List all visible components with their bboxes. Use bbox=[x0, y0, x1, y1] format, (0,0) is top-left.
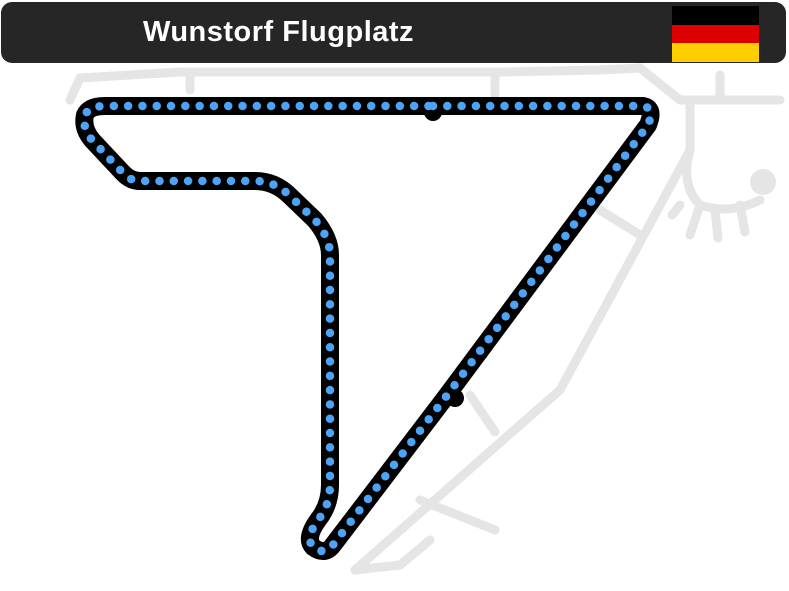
airfield-road bbox=[667, 200, 685, 220]
track-notch bbox=[440, 384, 464, 407]
airfield-road bbox=[415, 495, 500, 535]
airfield-road bbox=[595, 205, 645, 240]
airfield-apron bbox=[750, 169, 776, 195]
track-outline bbox=[75, 97, 660, 560]
flag-stripe-red bbox=[672, 24, 759, 44]
airfield-road bbox=[635, 63, 785, 105]
flag-stripe-gold bbox=[672, 43, 759, 63]
flag-stripe-black bbox=[672, 6, 759, 25]
airfield-roads bbox=[65, 63, 785, 575]
airfield-road bbox=[710, 205, 723, 243]
airfield-road bbox=[465, 390, 500, 437]
airfield-road bbox=[735, 200, 750, 237]
airfield-road bbox=[350, 535, 435, 575]
track-title: Wunstorf Flugplatz bbox=[143, 16, 415, 48]
airfield-road bbox=[65, 63, 645, 105]
track-dotted-line bbox=[80, 101, 655, 556]
airfield-road bbox=[350, 145, 695, 575]
airfield-road bbox=[682, 95, 765, 214]
title-bar: Wunstorf Flugplatz bbox=[1, 2, 786, 63]
germany-flag-icon bbox=[672, 6, 759, 63]
airfield-road bbox=[685, 200, 705, 240]
